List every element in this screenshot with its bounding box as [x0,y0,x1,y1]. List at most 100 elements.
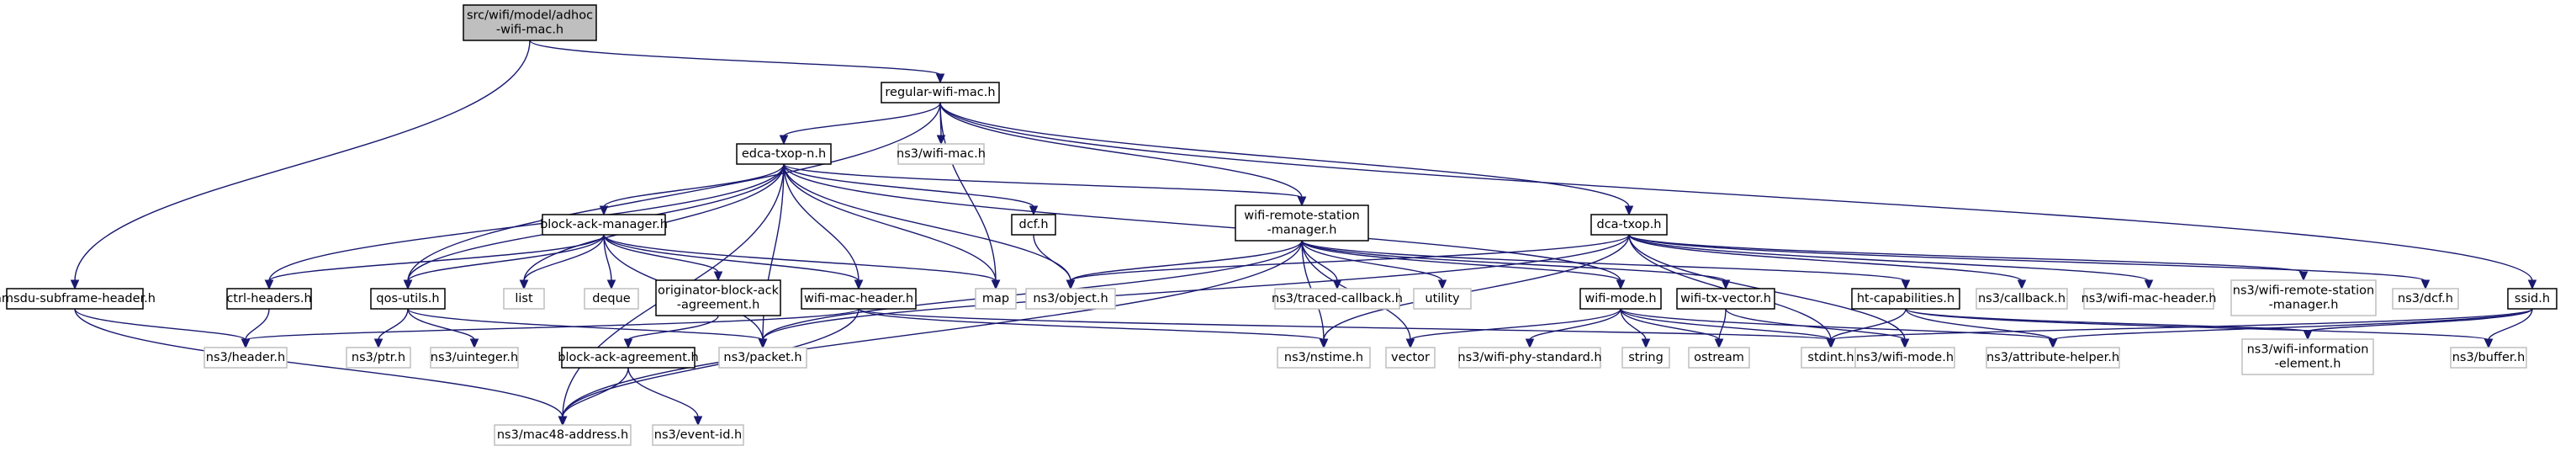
node-ns3machdr: ns3/wifi-mac-header.h [2081,288,2216,310]
node-box [463,4,597,41]
node-box [881,82,1000,104]
node-box [2392,288,2459,310]
node-label: wifi-tx-vector.h [1680,292,1771,305]
node-box [494,424,632,446]
node-box [1458,347,1601,369]
node-dcfh[interactable]: dcf.h [1011,214,1056,236]
node-box [1801,347,1861,369]
node-htcap[interactable]: ht-capabilities.h [1851,288,1960,310]
node-box [1025,288,1116,310]
node-label: vector [1391,351,1430,364]
edge-adhoc-to-amsdu [70,40,531,290]
node-label: ssid.h [2515,292,2550,305]
node-label: ostream [1694,351,1744,364]
node-machdr[interactable]: wifi-mac-header.h [801,288,917,310]
node-ns3wifimode: ns3/wifi-mode.h [1854,347,1955,369]
node-label: ns3/ptr.h [352,351,405,364]
edge-bagree-to-eventid [627,367,703,427]
node-wifimode[interactable]: wifi-mode.h [1579,288,1662,310]
node-uinteger: ns3/uinteger.h [430,347,519,369]
node-label: ns3/packet.h [723,351,801,364]
node-box [2230,279,2377,316]
node-ns3remote: ns3/wifi-remote-station-manager.h [2230,279,2377,316]
node-bagree[interactable]: block-ack-agreement.h [558,347,699,369]
node-regular[interactable]: regular-wifi-mac.h [881,82,1000,104]
node-stdint: stdint.h [1801,347,1861,369]
node-label: src/wifi/model/adhoc [467,9,593,23]
node-label: ns3/attribute-helper.h [1986,351,2119,364]
node-box [975,288,1017,310]
edge-qos-to-packet [407,308,768,349]
edge-wifimode-to-string [1620,308,1651,349]
edge-txvector-to-ns3wifimode [1725,308,1910,349]
edge-machdr-to-nstime [858,308,1329,349]
node-box [1621,347,1670,369]
edge-bagree-to-mac48 [558,367,629,427]
node-box [1277,347,1371,369]
node-ns3dcf: ns3/dcf.h [2392,288,2459,310]
node-label: ns3/buffer.h [2452,351,2526,364]
node-qos[interactable]: qos-utils.h [370,288,446,310]
node-label: dca-txop.h [1597,218,1662,231]
node-amsdu[interactable]: amsdu-subframe-header.h [0,288,156,310]
node-adhoc[interactable]: src/wifi/model/adhoc-wifi-mac.h [463,4,597,41]
node-box [346,347,411,369]
node-phystd: ns3/wifi-phy-standard.h [1457,347,1602,369]
node-edca[interactable]: edca-txop-n.h [736,143,832,165]
node-label: deque [592,292,631,305]
edge-edca-to-dcfh [783,163,1039,216]
edge-dca-to-ns3machdr [1628,234,2154,290]
node-label: block-ack-manager.h [540,218,668,231]
node-traced: ns3/traced-callback.h [1272,288,1403,310]
node-label: map [982,292,1009,305]
node-label: originator-block-ack [658,284,780,298]
edge-ssid-to-infoelem [2303,308,2533,341]
node-remote[interactable]: wifi-remote-station-manager.h [1235,204,1369,242]
node-label: ns3/wifi-mode.h [1856,351,1954,364]
node-box [736,143,832,165]
node-dca[interactable]: dca-txop.h [1590,214,1668,236]
node-box [2083,288,2214,310]
edge-remote-to-wifimode [1301,240,1626,290]
node-deque: deque [584,288,639,310]
edge-edca-to-wifimode [783,163,1626,290]
node-label: ns3/dcf.h [2398,292,2453,305]
edge-regular-to-remote [939,102,1307,207]
node-label: block-ack-agreement.h [558,351,699,364]
node-ssid[interactable]: ssid.h [2507,288,2557,310]
edge-ssid-to-stdint [1826,308,2533,349]
node-box [897,143,985,165]
edge-machdr-to-stdint [858,308,1836,349]
node-box [1274,288,1400,310]
node-box [1854,347,1955,369]
node-txvector[interactable]: wifi-tx-vector.h [1676,288,1775,310]
nodes-layer: src/wifi/model/adhoc-wifi-mac.h regular-w… [0,4,2557,446]
node-box [801,288,917,310]
node-label: wifi-mac-header.h [804,292,913,305]
node-box [1688,347,1750,369]
edge-regular-to-ssid [939,102,2537,290]
node-header: ns3/header.h [204,347,288,369]
node-box [2507,288,2557,310]
node-ptr: ns3/ptr.h [346,347,411,369]
node-vector: vector [1385,347,1436,369]
node-orig[interactable]: originator-block-ack-agreement.h [655,279,781,316]
edge-regular-to-edca [779,102,941,146]
node-ctrl[interactable]: ctrl-headers.h [226,288,312,310]
edge-adhoc-to-regular [529,40,945,84]
node-utility: utility [1413,288,1472,310]
node-label: ns3/uinteger.h [431,351,518,364]
node-box [542,214,666,236]
node-box [1413,288,1472,310]
edge-dca-to-ns3dcf [1628,234,2431,290]
node-list: list [503,288,545,310]
node-box [503,288,545,310]
edge-orig-to-bagree [623,315,719,349]
node-box [1851,288,1960,310]
node-label: list [515,292,533,305]
node-label: dcf.h [1018,218,1048,231]
node-label: edca-txop-n.h [742,147,826,161]
node-block[interactable]: block-ack-manager.h [540,214,668,236]
node-label: ht-capabilities.h [1857,292,1954,305]
